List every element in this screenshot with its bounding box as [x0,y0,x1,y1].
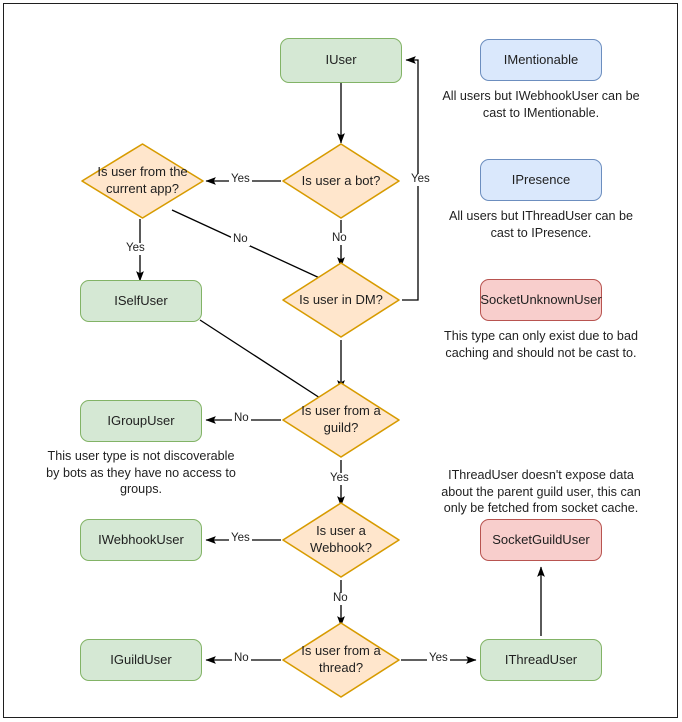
node-socketguilduser[interactable]: SocketGuildUser [480,519,602,561]
decision-from-guild-label: Is user from a guild? [301,403,381,435]
edge-label-guild-yes: Yes [328,472,351,485]
note-socketguilduser: IThreadUser doesn't expose data about th… [441,468,641,516]
edge-label-dm-yes: Yes [409,173,432,186]
decision-from-guild[interactable]: Is user from a guild? [281,381,401,459]
note-ipresence: All users but IThreadUser can be cast to… [448,209,634,240]
node-ipresence[interactable]: IPresence [480,159,602,201]
edge-label-thread-yes: Yes [427,652,450,665]
node-imentionable[interactable]: IMentionable [480,39,602,81]
node-iguilduser[interactable]: IGuildUser [80,639,202,681]
decision-is-bot[interactable]: Is user a bot? [281,142,401,220]
note-socketunknownuser: This type can only exist due to bad cach… [444,329,638,360]
node-ithreaduser-label: IThreadUser [504,651,578,667]
edge-label-thread-no: No [232,652,251,665]
edge-label-app-no: No [231,233,250,246]
decision-is-webhook-shape [282,502,400,578]
decision-from-current-app-shape [81,143,204,219]
node-iwebhookuser[interactable]: IWebhookUser [80,519,202,561]
decision-in-dm-shape [282,262,400,338]
decision-from-guild-shape [282,382,400,458]
node-socketunknownuser[interactable]: SocketUnknownUser [480,279,602,321]
node-igroupuser[interactable]: IGroupUser [80,400,202,442]
node-iguilduser-label: IGuildUser [110,651,172,667]
edge-label-guild-no: No [232,412,251,425]
edge-label-bot-no: No [330,232,349,245]
note-igroupuser: This user type is not discoverable by bo… [46,449,236,497]
edge-label-webhook-yes: Yes [229,532,252,545]
node-iselfuser[interactable]: ISelfUser [80,280,202,322]
decision-from-thread-shape [282,622,400,698]
edge-iselfuser-to-fromguild [199,319,338,410]
decision-from-thread-label: Is user from a thread? [301,643,381,675]
decision-from-thread[interactable]: Is user from a thread? [281,621,401,699]
node-socketguilduser-label: SocketGuildUser [492,531,590,547]
decision-from-current-app-label: Is user from the current app? [97,164,188,196]
decision-is-bot-shape [282,143,400,219]
edge-label-webhook-no: No [331,592,350,605]
edge-label-app-yes: Yes [124,242,147,255]
node-ithreaduser[interactable]: IThreadUser [480,639,602,681]
node-socketunknownuser-label: SocketUnknownUser [480,291,602,307]
node-iwebhookuser-label: IWebhookUser [98,531,184,547]
decision-is-bot-label: Is user a bot? [301,172,381,188]
edge-label-bot-yes: Yes [229,173,252,186]
node-imentionable-label: IMentionable [503,51,579,67]
node-iuser-label: IUser [325,52,357,68]
node-ipresence-label: IPresence [511,171,571,187]
decision-from-current-app[interactable]: Is user from the current app? [80,142,205,220]
node-iselfuser-label: ISelfUser [114,292,168,308]
note-imentionable: All users but IWebhookUser can be cast t… [442,89,640,120]
node-igroupuser-label: IGroupUser [107,412,175,428]
edge-currentapp-no-to-indm [171,209,338,287]
node-iuser[interactable]: IUser [280,38,402,83]
decision-in-dm-label: Is user in DM? [299,291,383,307]
decision-is-webhook[interactable]: Is user a Webhook? [281,501,401,579]
decision-in-dm[interactable]: Is user in DM? [281,261,401,339]
decision-is-webhook-label: Is user a Webhook? [310,523,372,555]
